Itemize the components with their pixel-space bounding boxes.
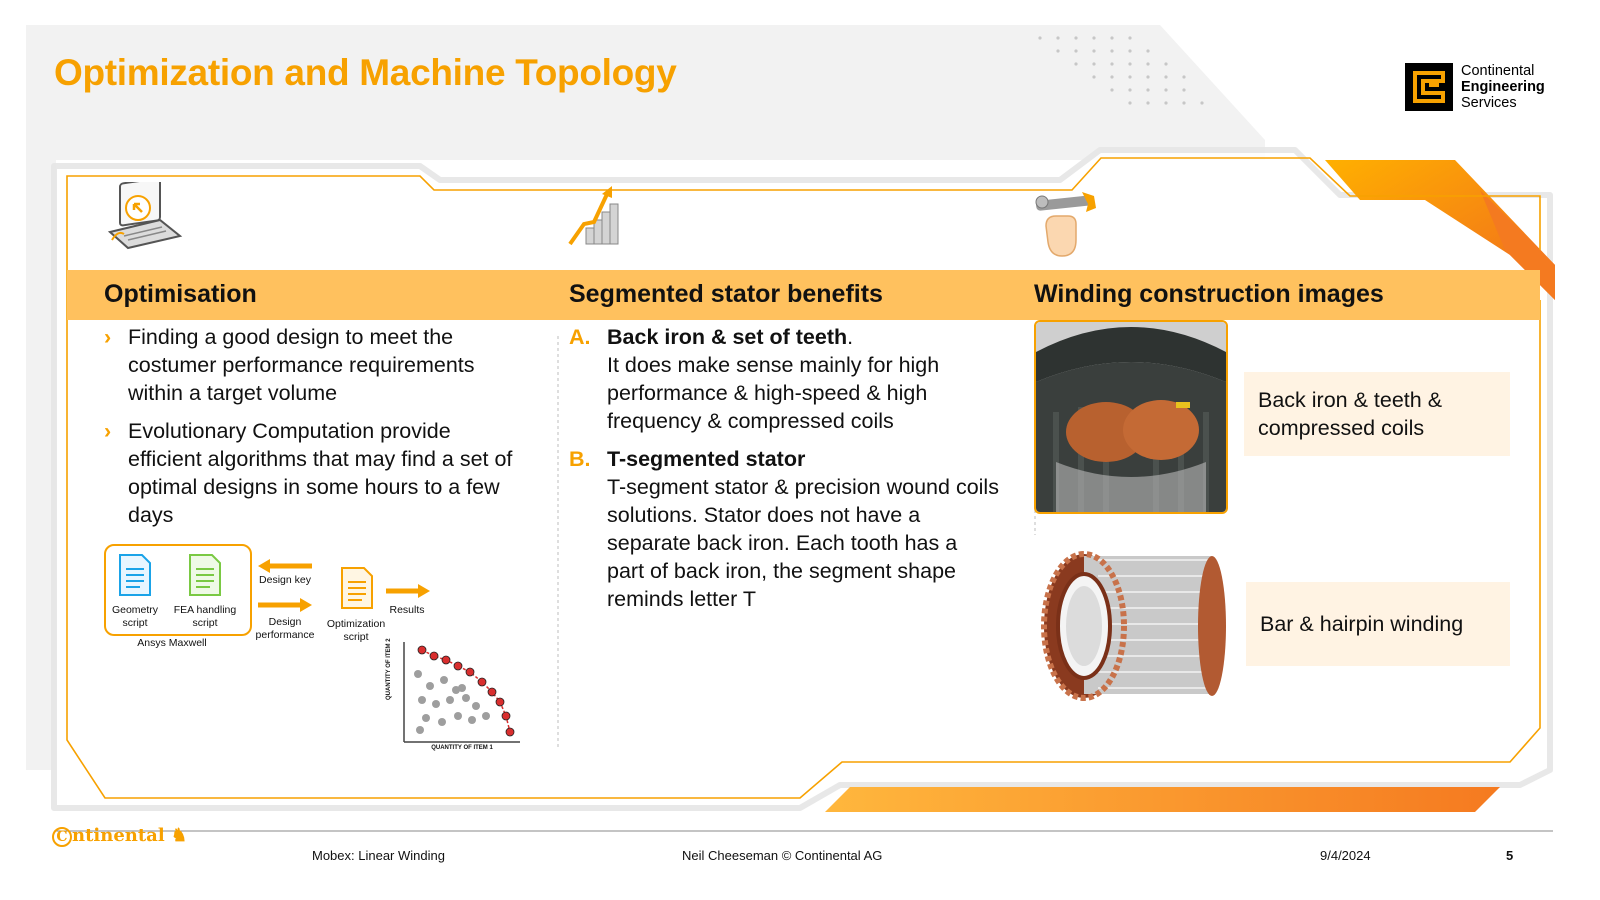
optimization-script-label: Optimization script	[326, 618, 386, 643]
item-title: T-segmented stator	[607, 447, 806, 471]
arrow-left-icon	[258, 559, 312, 578]
ansys-group-box	[104, 544, 252, 636]
caption-text: Bar & hairpin winding	[1260, 612, 1464, 636]
footer-date: 9/4/2024	[1320, 848, 1371, 863]
optimisation-bullets: › Finding a good design to meet the cost…	[104, 323, 524, 539]
page-number: 5	[1506, 848, 1514, 863]
chevron-right-icon: ›	[104, 325, 112, 349]
item-text: It does make sense mainly for high perfo…	[607, 353, 940, 433]
scatter-x-axis-label: QUANTITY OF ITEM 1	[431, 745, 493, 751]
document-icon	[118, 553, 152, 602]
item-title: Back iron & set of teeth	[607, 325, 848, 349]
stator-coil-photo	[1034, 320, 1228, 514]
stator-item-a: A. Back iron & set of teeth. It does mak…	[569, 323, 999, 435]
heading-winding: Winding construction images	[1034, 280, 1384, 308]
bullet-text: Finding a good design to meet the costum…	[128, 325, 475, 405]
design-key-label: Design key	[259, 574, 311, 586]
horse-icon: ♞	[164, 825, 188, 846]
slide-title: Optimization and Machine Topology	[54, 52, 677, 93]
logo-text: Continental Engineering Services	[1461, 63, 1545, 111]
wrench-hand-icon	[1032, 190, 1102, 265]
ces-logo-icon	[1405, 63, 1453, 111]
heading-stator: Segmented stator benefits	[569, 280, 883, 308]
footer-project: Mobex: Linear Winding	[312, 848, 445, 863]
pareto-scatter-plot	[396, 640, 524, 761]
arrow-right-icon	[258, 598, 312, 617]
geometry-script-label: Geometry script	[111, 604, 159, 629]
stator-item-b: B. T-segmented stator T-segment stator &…	[569, 445, 999, 613]
laptop-icon	[104, 177, 184, 257]
stator-items: A. Back iron & set of teeth. It does mak…	[569, 323, 999, 623]
design-performance-label: Design performance	[255, 616, 315, 641]
arrow-right-icon	[386, 584, 430, 603]
caption-box: Back iron & teeth & compressed coils	[1244, 372, 1510, 456]
bullet-item: › Finding a good design to meet the cost…	[104, 323, 524, 407]
ansys-label: Ansys Maxwell	[137, 637, 207, 649]
item-title-suffix: .	[847, 325, 854, 349]
logo-line-3: Services	[1461, 95, 1517, 111]
scatter-y-axis-label: QUANTITY OF ITEM 2	[386, 638, 392, 700]
document-icon	[340, 566, 374, 615]
logo-line-1: Continental	[1461, 63, 1535, 79]
continental-c-icon: C	[52, 827, 72, 847]
heading-optimisation: Optimisation	[104, 280, 257, 308]
logo-line-2: Engineering	[1461, 79, 1545, 95]
chevron-right-icon: ›	[104, 419, 112, 443]
hairpin-stator-photo	[1038, 546, 1228, 702]
fea-script-label: FEA handling script	[173, 604, 237, 629]
results-label: Results	[389, 604, 425, 616]
bullet-item: › Evolutionary Computation provide effic…	[104, 417, 524, 529]
caption-text: Back iron & teeth & compressed coils	[1258, 388, 1443, 440]
continental-wordmark: ntinental	[72, 825, 165, 846]
item-text: T-segment stator & precision wound coils…	[607, 475, 999, 611]
footer-author: Neil Cheeseman © Continental AG	[682, 848, 883, 863]
caption-box: Bar & hairpin winding	[1246, 582, 1510, 666]
item-letter: A.	[569, 325, 591, 349]
growth-chart-icon	[568, 184, 624, 257]
bullet-text: Evolutionary Computation provide efficie…	[128, 419, 513, 527]
document-icon	[188, 553, 222, 602]
item-letter: B.	[569, 447, 591, 471]
